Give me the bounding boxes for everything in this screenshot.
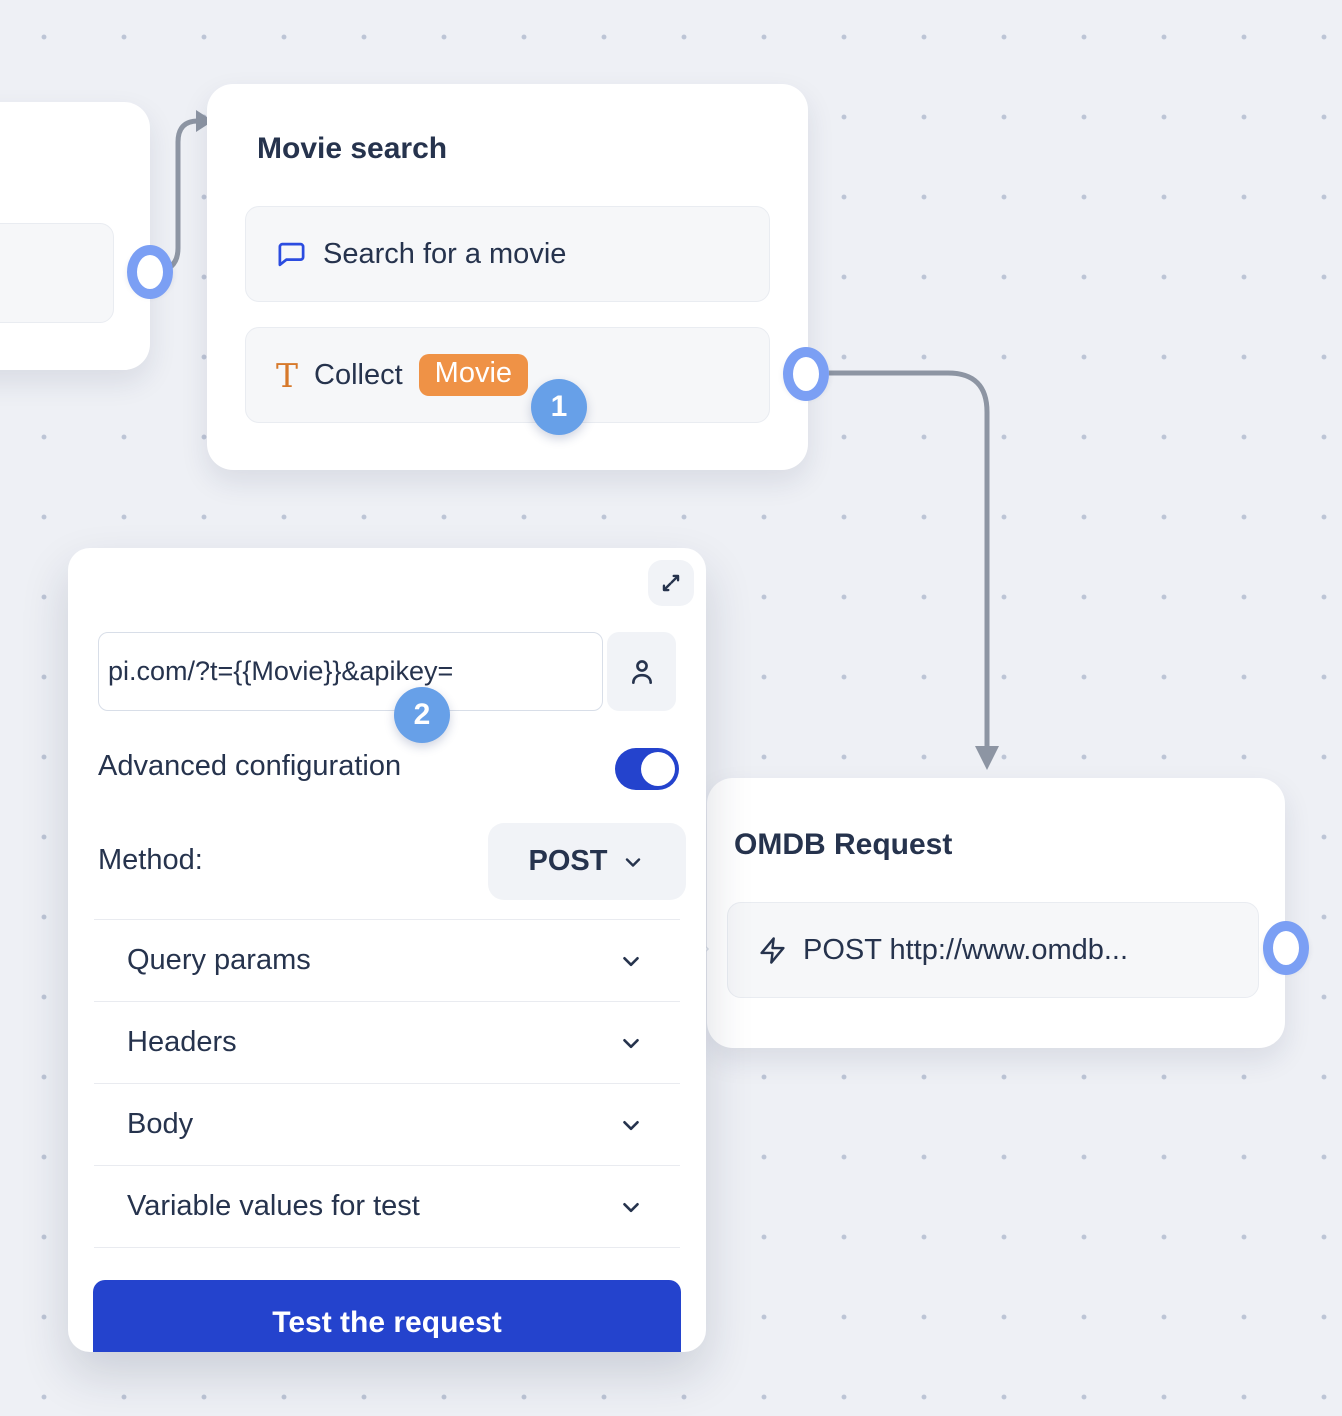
- url-input[interactable]: [98, 632, 603, 711]
- variable-badge-movie[interactable]: Movie: [418, 354, 529, 396]
- chevron-down-icon: [621, 850, 645, 874]
- partial-node-card[interactable]: [0, 102, 150, 370]
- method-label: Method:: [98, 844, 203, 876]
- output-port[interactable]: [127, 249, 173, 295]
- section-label: Query params: [127, 944, 311, 976]
- block-collect-movie[interactable]: T Collect Movie: [245, 327, 770, 423]
- advanced-configuration-toggle[interactable]: [615, 748, 679, 790]
- step-badge-1: 1: [531, 379, 587, 435]
- section-label: Variable values for test: [127, 1190, 420, 1222]
- partial-node-item[interactable]: [0, 223, 114, 323]
- section-label: Headers: [127, 1026, 237, 1058]
- chevron-down-icon: [618, 1194, 644, 1225]
- request-editor-panel[interactable]: 2 Advanced configuration Method: POST Qu…: [68, 548, 706, 1352]
- expand-button[interactable]: [648, 560, 694, 606]
- section-label: Body: [127, 1108, 194, 1140]
- block-label: Search for a movie: [323, 237, 567, 270]
- block-label: Collect: [314, 358, 403, 391]
- block-label: POST http://www.omdb...: [803, 933, 1129, 966]
- node-title: Movie search: [257, 132, 448, 165]
- chat-bubble-icon: [276, 239, 307, 270]
- arrowhead-down: [975, 746, 999, 770]
- method-value: POST: [528, 845, 608, 877]
- step-badge-2: 2: [394, 687, 450, 743]
- expand-icon: [658, 570, 684, 596]
- advanced-configuration-label: Advanced configuration: [98, 750, 402, 782]
- section-variable-values[interactable]: Variable values for test: [94, 1165, 680, 1247]
- person-icon: [626, 656, 658, 688]
- lightning-icon: [758, 936, 787, 965]
- text-collect-icon: T: [276, 355, 299, 395]
- node-title: OMDB Request: [734, 828, 953, 861]
- edge-movie-to-omdb: [803, 370, 990, 751]
- person-button[interactable]: [607, 632, 676, 711]
- collapsible-sections: Query params Headers Body Variable value…: [94, 919, 680, 1248]
- output-port[interactable]: [783, 351, 829, 397]
- test-request-button[interactable]: Test the request: [93, 1280, 681, 1352]
- method-dropdown[interactable]: POST: [488, 823, 686, 900]
- block-post-request[interactable]: POST http://www.omdb...: [727, 902, 1259, 998]
- section-headers[interactable]: Headers: [94, 1001, 680, 1083]
- block-search-for-a-movie[interactable]: Search for a movie: [245, 206, 770, 302]
- chevron-down-icon: [618, 948, 644, 979]
- node-omdb-request[interactable]: OMDB Request POST http://www.omdb...: [695, 778, 1285, 1048]
- node-movie-search[interactable]: Movie search Search for a movie T Collec…: [207, 84, 808, 470]
- output-port[interactable]: [1263, 925, 1309, 971]
- chevron-down-icon: [618, 1112, 644, 1143]
- section-query-params[interactable]: Query params: [94, 919, 680, 1001]
- chevron-down-icon: [618, 1030, 644, 1061]
- section-body[interactable]: Body: [94, 1083, 680, 1165]
